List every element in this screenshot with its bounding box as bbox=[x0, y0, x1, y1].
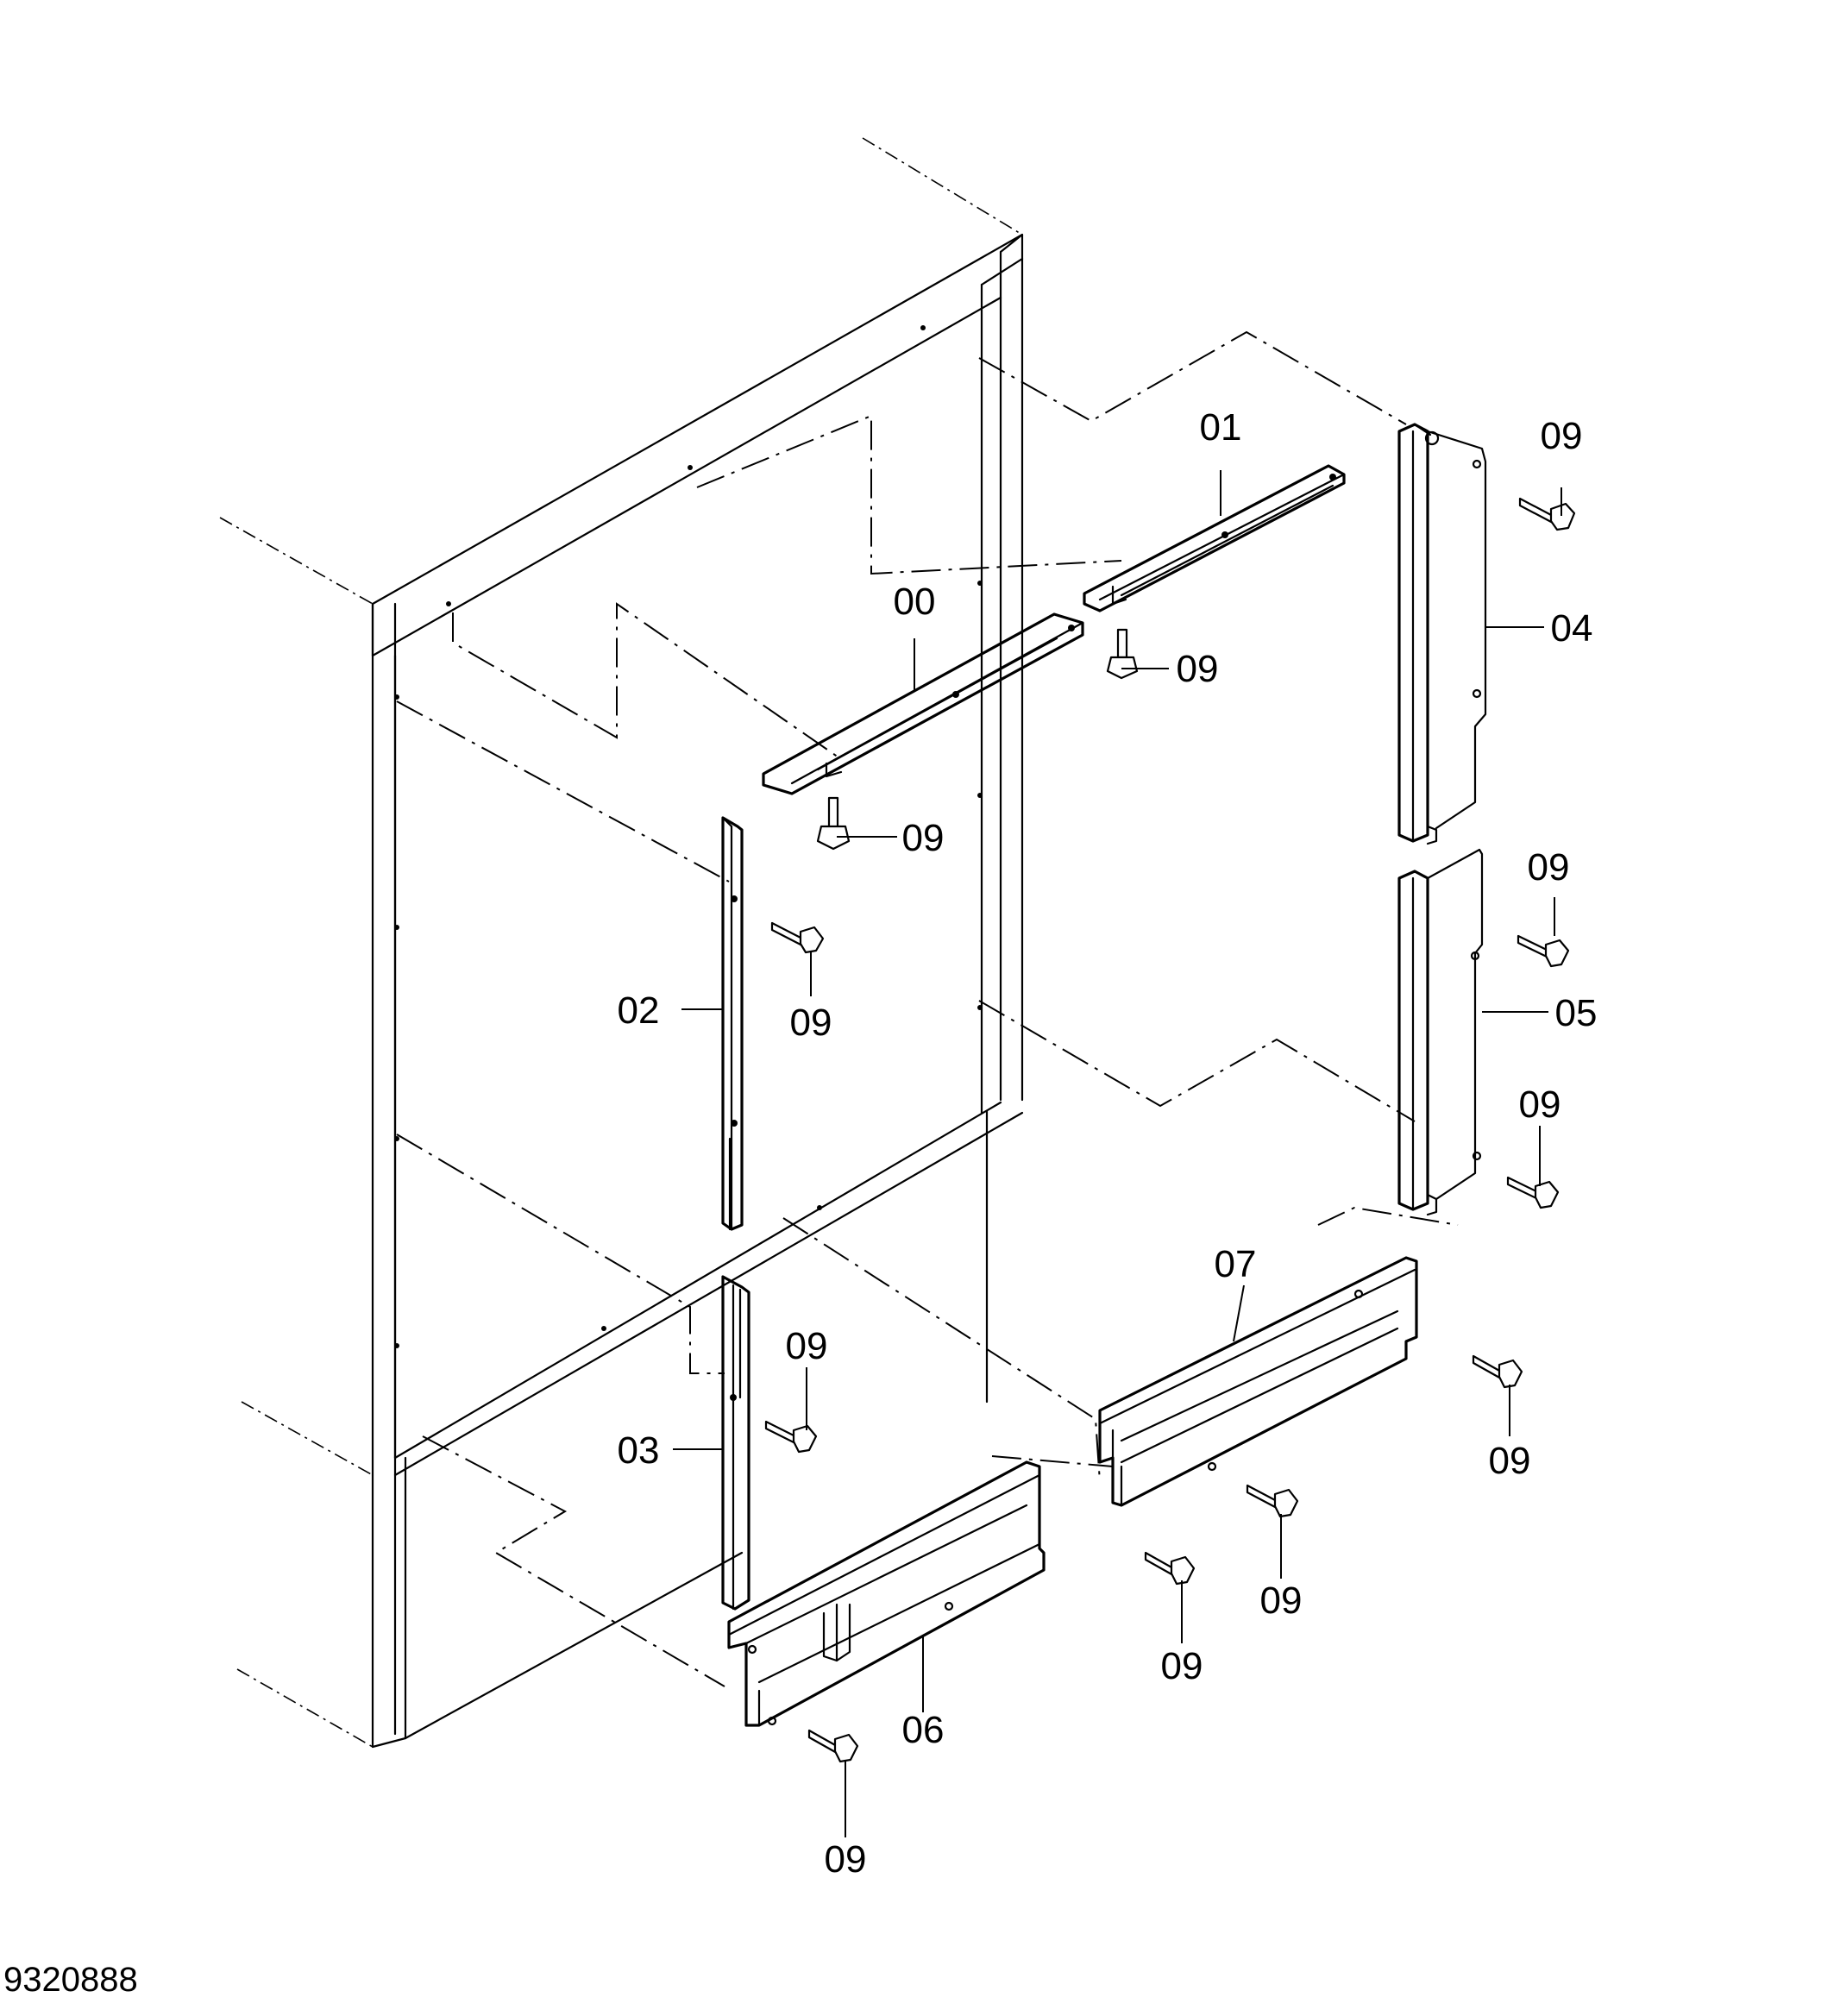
part-00-bar bbox=[762, 612, 1084, 795]
bolts bbox=[764, 497, 1576, 1763]
bolt-07-lower bbox=[1246, 1484, 1299, 1518]
label-02: 02 bbox=[618, 989, 660, 1032]
bolt-00 bbox=[816, 796, 851, 851]
housing-frame bbox=[219, 137, 1024, 1749]
part-01-bar bbox=[1083, 464, 1346, 612]
label-09-g: 09 bbox=[786, 1325, 828, 1367]
label-04: 04 bbox=[1551, 607, 1593, 650]
part-labels: 00 01 02 03 04 05 06 07 09 09 09 09 09 0… bbox=[618, 406, 1598, 1881]
bolt-02 bbox=[770, 921, 825, 954]
label-05: 05 bbox=[1555, 992, 1598, 1034]
label-09-k: 09 bbox=[825, 1838, 867, 1881]
label-03: 03 bbox=[618, 1429, 660, 1472]
part-07-bracket bbox=[1098, 1256, 1418, 1507]
drawing-number: 9320888 bbox=[3, 1961, 138, 1999]
bolt-05-bottom bbox=[1506, 1176, 1560, 1209]
label-09-e: 09 bbox=[1528, 846, 1570, 889]
label-09-i: 09 bbox=[1260, 1580, 1303, 1622]
label-07: 07 bbox=[1215, 1243, 1257, 1285]
label-09-h: 09 bbox=[1489, 1440, 1531, 1482]
bolt-06-right bbox=[1144, 1551, 1196, 1586]
bolt-04-top bbox=[1518, 497, 1576, 531]
label-00: 00 bbox=[894, 581, 936, 623]
part-02-strip bbox=[721, 816, 744, 1231]
part-05-panel bbox=[1397, 848, 1484, 1216]
label-06: 06 bbox=[902, 1709, 945, 1751]
bolt-03 bbox=[764, 1420, 818, 1454]
label-09-j: 09 bbox=[1161, 1645, 1203, 1687]
label-01: 01 bbox=[1200, 406, 1242, 449]
part-06-bracket bbox=[727, 1460, 1046, 1727]
assembly-centerlines bbox=[396, 330, 1459, 1687]
label-09-d: 09 bbox=[790, 1002, 832, 1044]
leader-lines bbox=[673, 470, 1562, 1837]
label-09-b: 09 bbox=[1177, 648, 1219, 690]
bolt-05-top bbox=[1517, 934, 1570, 968]
label-09-f: 09 bbox=[1519, 1083, 1561, 1126]
label-09-a: 09 bbox=[1541, 415, 1583, 457]
bolt-01 bbox=[1106, 628, 1139, 680]
bolt-07-right bbox=[1472, 1354, 1523, 1389]
label-09-c: 09 bbox=[902, 817, 945, 859]
bolt-06-bottom bbox=[807, 1729, 859, 1763]
part-03-strip bbox=[721, 1275, 750, 1611]
part-04-panel bbox=[1397, 423, 1487, 845]
